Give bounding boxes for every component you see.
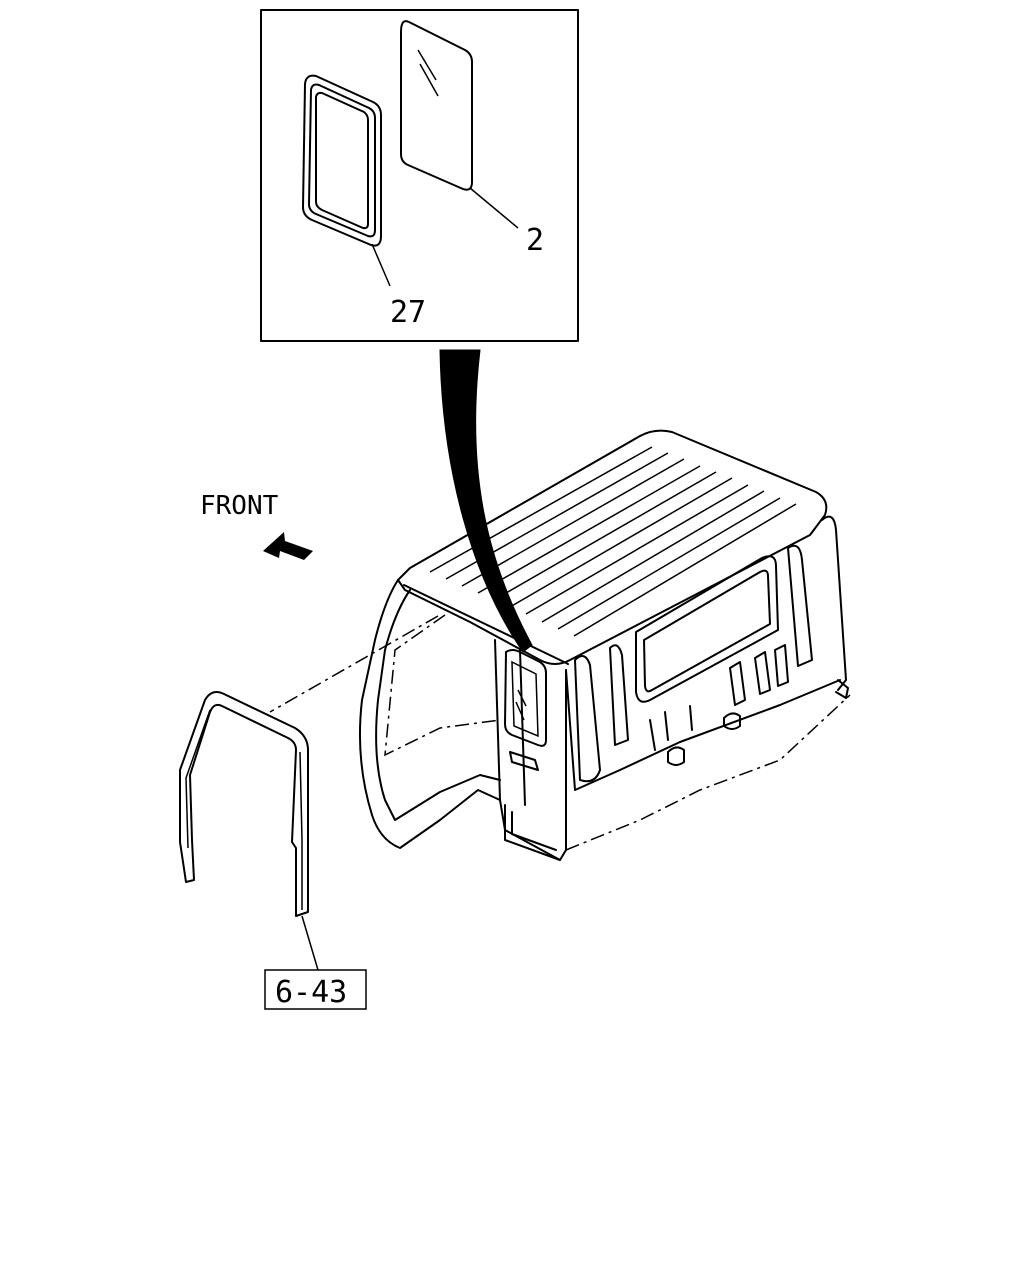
leader-weatherstrip [371,243,391,287]
leader-glass [469,187,519,229]
leader-reference [301,915,319,971]
front-direction-label: FRONT [200,491,279,521]
callout-27[interactable]: 27 [390,295,426,330]
reference-label[interactable]: 6-43 [275,975,347,1010]
side-window [635,555,779,703]
glass-part[interactable] [400,20,473,191]
cab-body [358,429,851,861]
detail-inset: 2 27 [260,9,579,342]
door-weatherstrip[interactable] [179,691,309,917]
quarter-window-installed [504,649,547,747]
pointer-arrow [439,349,533,653]
callout-2[interactable]: 2 [526,223,544,258]
assembly-line [269,615,439,713]
reference-box [264,969,367,1010]
roof-ribs [429,446,797,637]
weatherstrip-part[interactable] [302,74,382,247]
detail-frame [260,9,579,342]
front-arrow-icon [263,532,313,560]
